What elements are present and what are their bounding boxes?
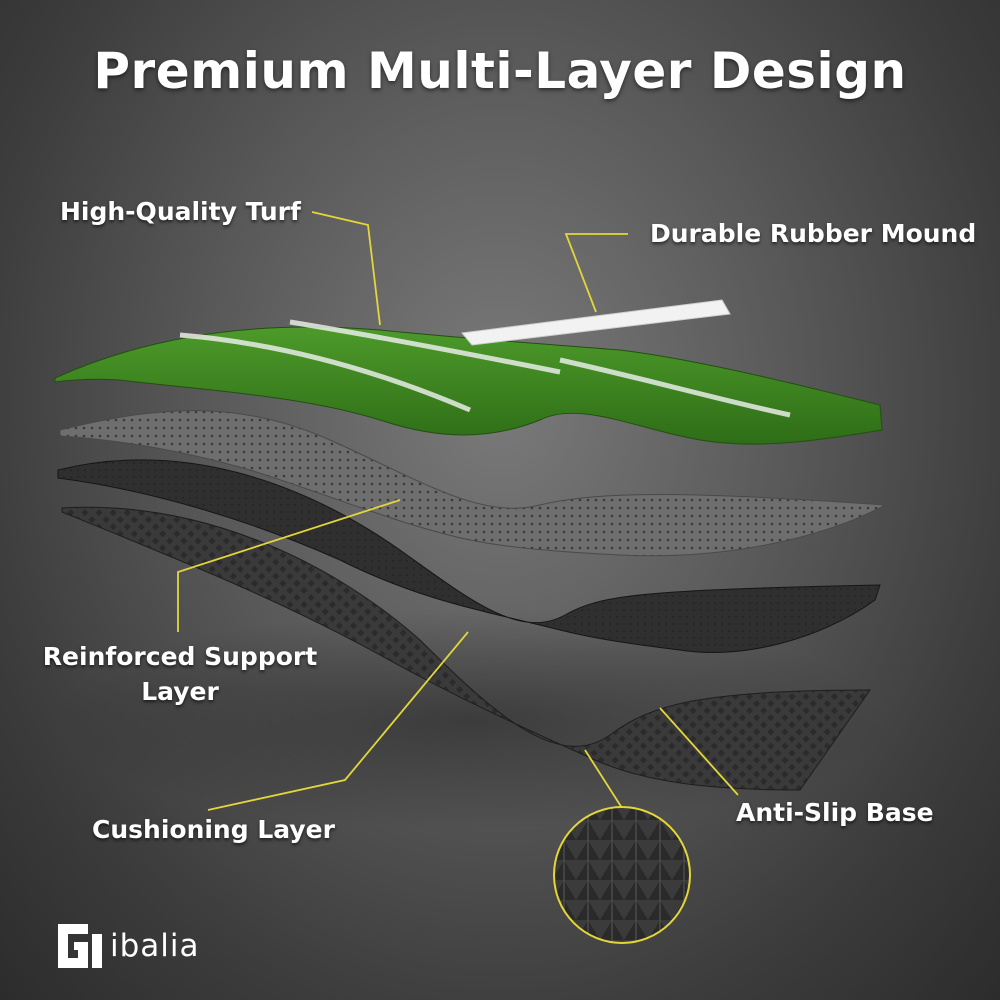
gibalia-logo-icon bbox=[58, 924, 102, 968]
label-high-quality-turf: High-Quality Turf bbox=[60, 197, 301, 226]
reinforced-support-layer bbox=[59, 410, 887, 557]
label-reinforced-support-line2: Layer bbox=[141, 677, 219, 706]
label-reinforced-support-line1: Reinforced Support bbox=[42, 642, 318, 671]
zoom-callout-line bbox=[584, 749, 623, 809]
label-durable-rubber-mound: Durable Rubber Mound bbox=[650, 219, 977, 248]
support-callout-line bbox=[177, 499, 401, 632]
brand-name: ibalia bbox=[110, 928, 200, 964]
cushioning-layer bbox=[57, 459, 881, 653]
anti-slip-base-layer bbox=[61, 506, 871, 791]
turf-stripe bbox=[179, 332, 471, 413]
page-title: Premium Multi-Layer Design bbox=[93, 42, 907, 100]
cushion-callout-line bbox=[207, 631, 469, 811]
label-cushioning-layer: Cushioning Layer bbox=[92, 815, 335, 844]
brand-logo: ibalia bbox=[52, 918, 200, 974]
label-anti-slip-base: Anti-Slip Base bbox=[736, 798, 934, 827]
base-callout-line bbox=[659, 707, 739, 796]
mound-callout-line bbox=[564, 233, 628, 313]
turf-stripe bbox=[559, 357, 791, 418]
zoom-inset bbox=[553, 806, 691, 944]
rubber-mound bbox=[461, 299, 731, 346]
turf-callout-line bbox=[311, 211, 381, 326]
turf-stripe bbox=[289, 319, 561, 375]
label-reinforced-support-layer: Reinforced Support Layer bbox=[40, 642, 320, 706]
turf-layer bbox=[54, 326, 883, 445]
